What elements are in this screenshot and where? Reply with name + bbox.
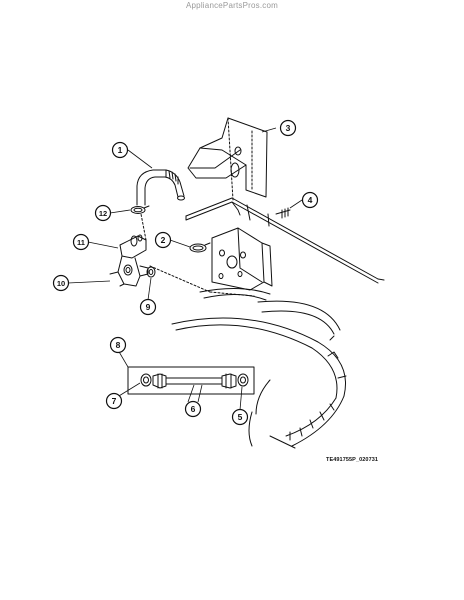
callout-1-label: 1	[118, 145, 123, 155]
callout-1: 1	[111, 141, 129, 159]
callout-6-circle	[184, 400, 202, 418]
callout-7-circle	[105, 392, 123, 410]
tub-ring	[171, 287, 347, 449]
callout-2-circle	[154, 231, 172, 249]
dispenser-housing	[187, 117, 268, 201]
washer	[146, 266, 156, 278]
callout-3-label: 3	[286, 123, 291, 133]
callout-12-label: 12	[99, 209, 107, 218]
callout-11-circle	[72, 233, 90, 251]
cabinet-frame	[185, 197, 385, 284]
inset-box	[127, 366, 255, 395]
callout-8-label: 8	[116, 340, 121, 350]
callout-9-circle	[139, 298, 157, 316]
callout-10-circle	[52, 274, 70, 292]
water-valve	[109, 234, 149, 287]
watermark-text: AppliancePartsPros.com	[186, 1, 278, 10]
fill-hose	[136, 169, 185, 206]
callout-10-label: 10	[57, 279, 65, 288]
hose-clamp-upper	[130, 205, 150, 214]
hose-clamp-lower	[189, 242, 211, 253]
callout-9-label: 9	[146, 302, 151, 312]
callout-4-circle	[301, 191, 319, 209]
callout-11-label: 11	[77, 238, 85, 247]
callout-6: 6	[184, 400, 202, 418]
callout-11: 11	[72, 233, 90, 251]
callout-5: 5	[231, 408, 249, 426]
callout-5-circle	[231, 408, 249, 426]
callout-4: 4	[301, 191, 319, 209]
callout-12-circle	[94, 204, 112, 222]
callout-7-label: 7	[112, 396, 117, 406]
callout-4-label: 4	[308, 195, 313, 205]
mounting-bracket	[211, 227, 273, 291]
callout-1-circle	[111, 141, 129, 159]
callout-8-circle	[109, 336, 127, 354]
callout-5-label: 5	[238, 412, 243, 422]
callout-3: 3	[279, 119, 297, 137]
callout-2: 2	[154, 231, 172, 249]
callout-12: 12	[94, 204, 112, 222]
callout-10: 10	[52, 274, 70, 292]
callout-6-label: 6	[191, 404, 196, 414]
callout-9: 9	[139, 298, 157, 316]
callout-8: 8	[109, 336, 127, 354]
callout-7: 7	[105, 392, 123, 410]
callout-2-label: 2	[161, 235, 166, 245]
callout-3-circle	[279, 119, 297, 137]
screw	[275, 207, 291, 219]
figure-code: TE491755P_020731	[326, 457, 379, 463]
